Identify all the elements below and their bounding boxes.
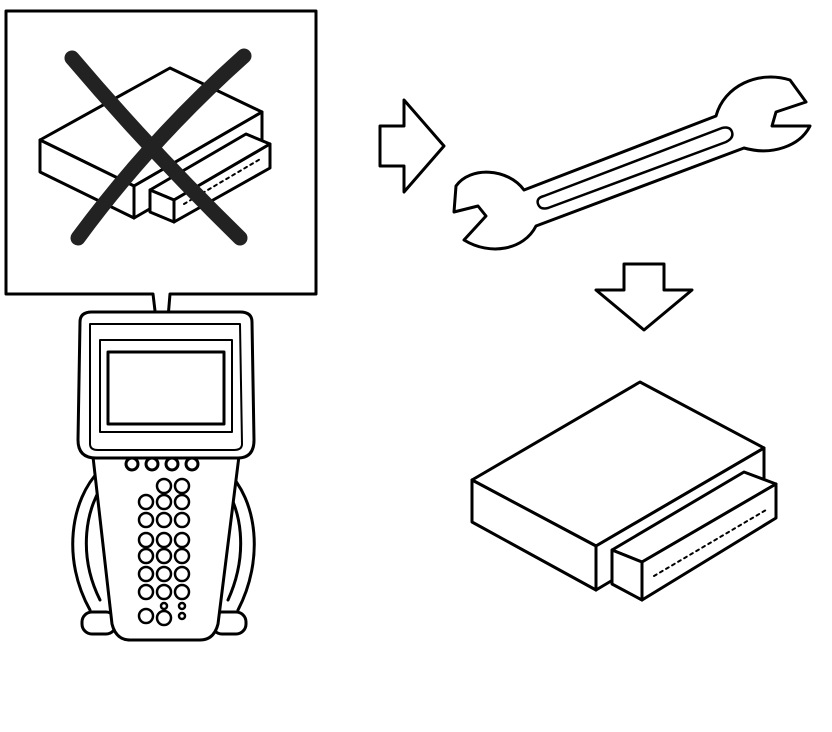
- wrench-icon: [452, 75, 812, 251]
- cross-out-icon: [64, 48, 252, 246]
- arrow-down-icon: [594, 262, 694, 332]
- arrow-right-icon: [378, 98, 446, 194]
- control-module-icon: [470, 380, 778, 602]
- keypad: [137, 477, 191, 627]
- scan-tool-icon: [71, 310, 256, 642]
